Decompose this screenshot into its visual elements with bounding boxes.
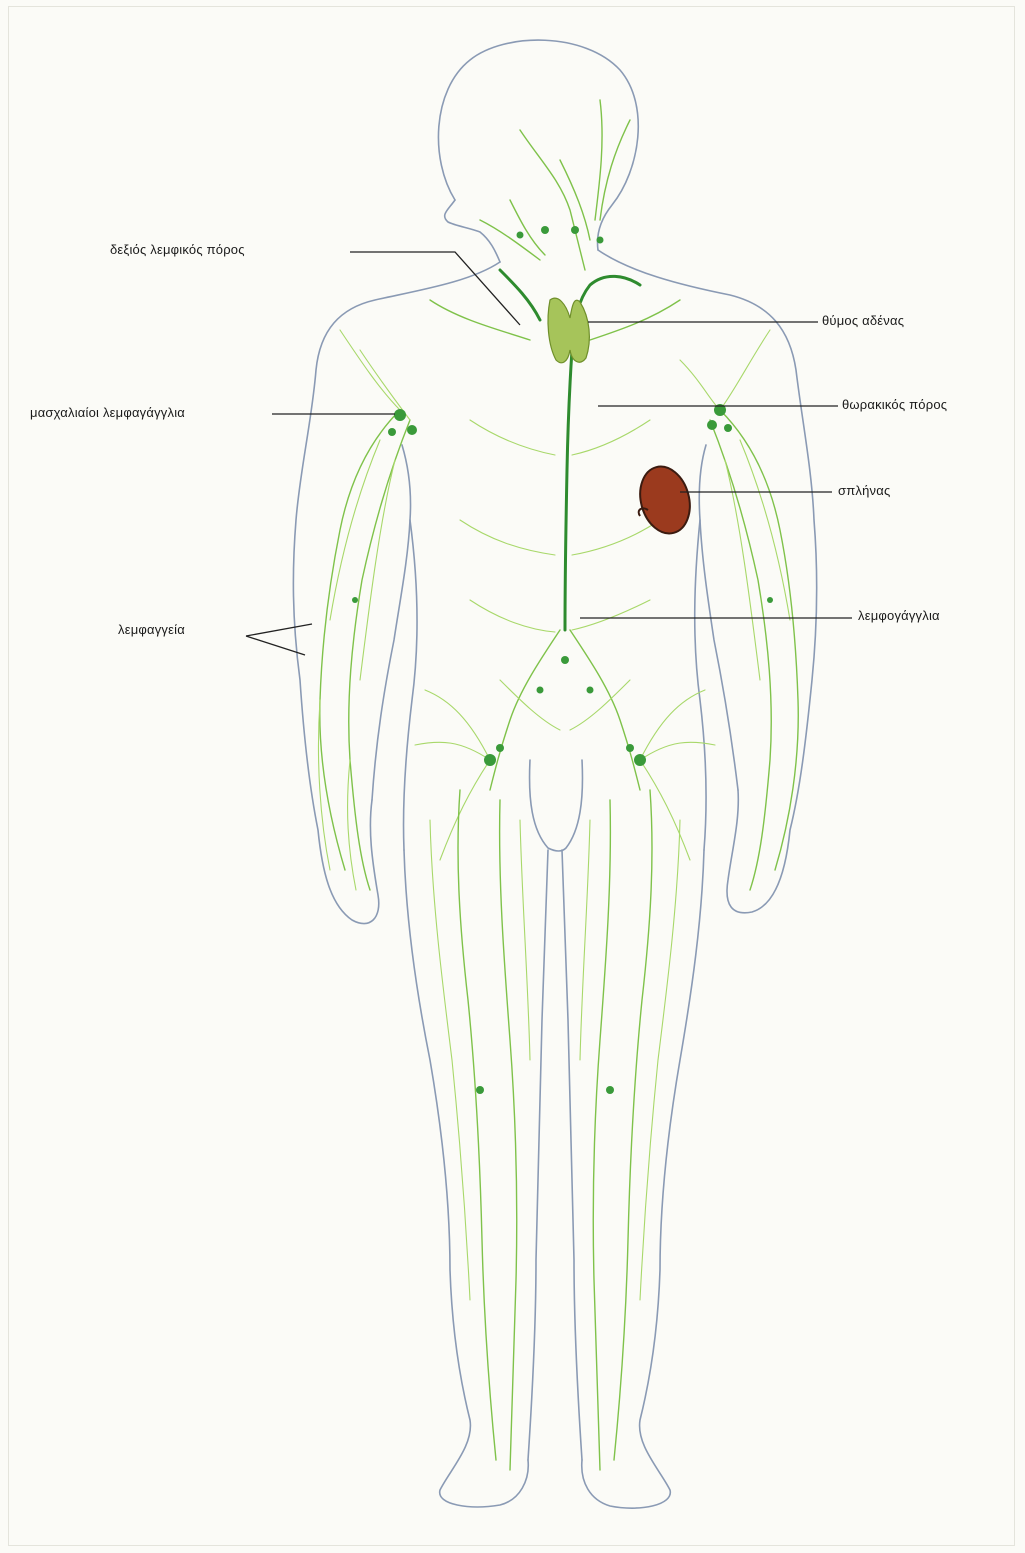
label-thoracic-duct: θωρακικός πόρος [842, 397, 947, 412]
label-thymus: θύμος αδένας [822, 313, 904, 328]
spleen-organ [633, 461, 697, 539]
label-lymph-nodes: λεμφογάγγλια [858, 608, 940, 623]
label-axillary-lymph-nodes: μασχαλιαίοι λεμφαγάγγλια [30, 405, 185, 420]
label-lymph-vessels: λεμφαγγεία [118, 622, 185, 637]
label-spleen: σπλήνας [838, 483, 890, 498]
right-lymphatic-duct-vessel [500, 270, 540, 320]
body-outline [293, 40, 816, 1508]
label-right-lymphatic-duct: δεξιός λεμφικός πόρος [110, 242, 245, 257]
thymus-gland [548, 298, 589, 363]
